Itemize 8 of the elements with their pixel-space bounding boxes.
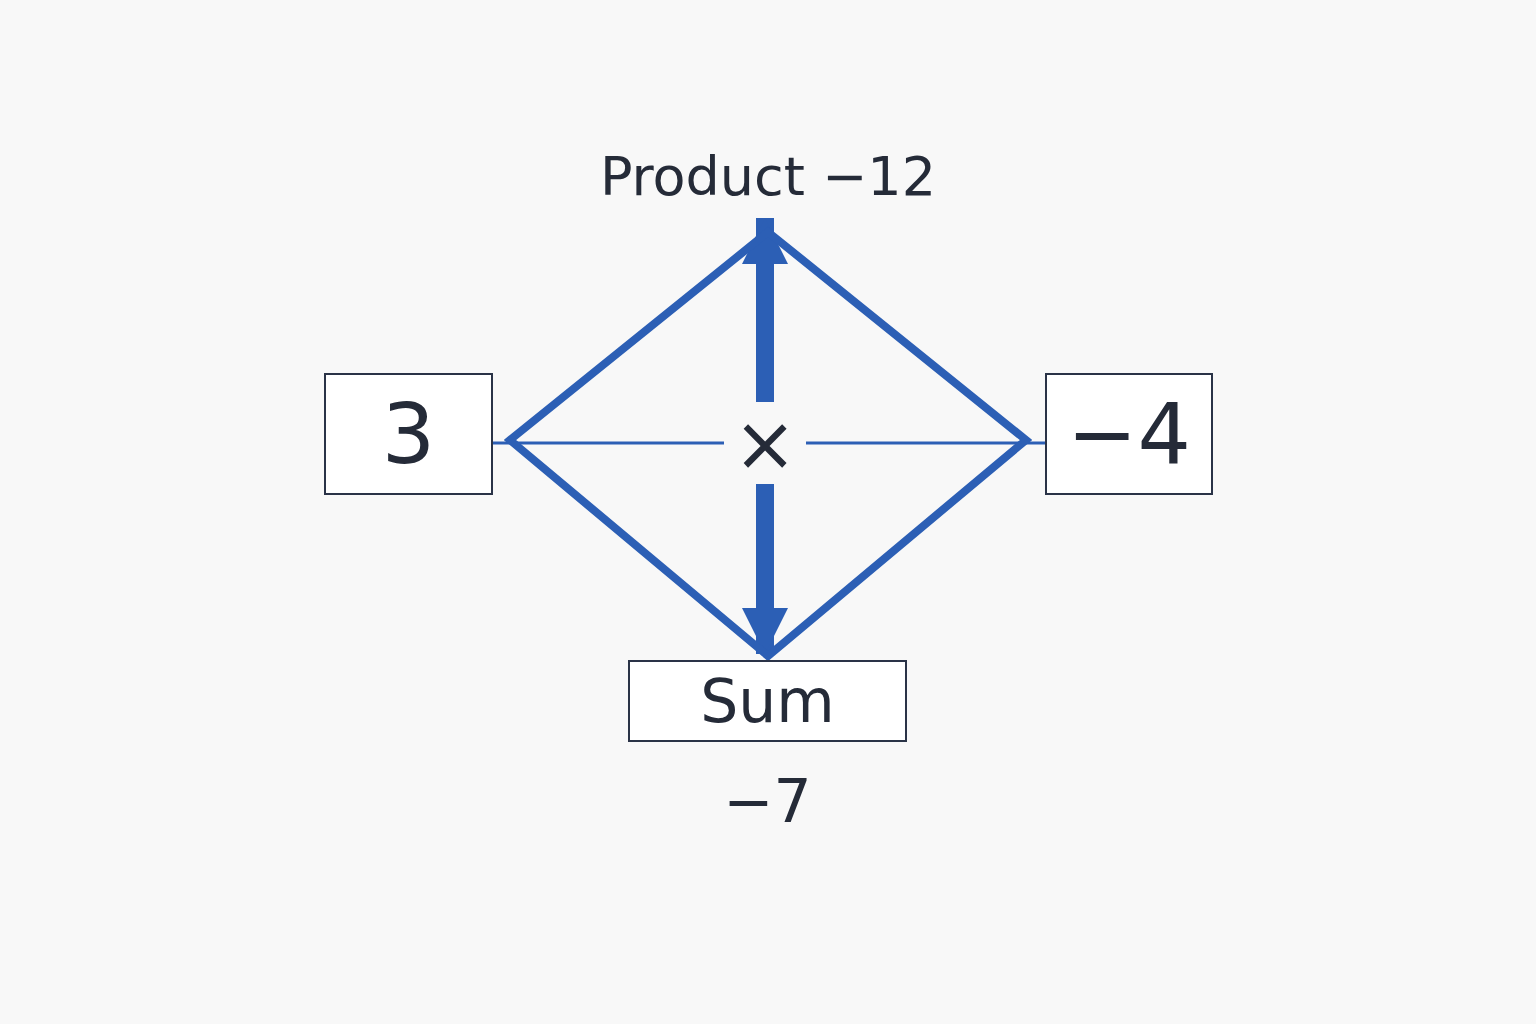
value-label: −7: [723, 766, 812, 836]
product-label: Product −12: [568, 140, 968, 212]
factor-box: −4: [1045, 373, 1213, 495]
sum-box: Sum: [628, 660, 907, 742]
factor-box: 3: [324, 373, 493, 495]
multiply-sign: ×: [730, 408, 800, 478]
arrow: [742, 218, 788, 402]
arrow: [742, 484, 788, 654]
